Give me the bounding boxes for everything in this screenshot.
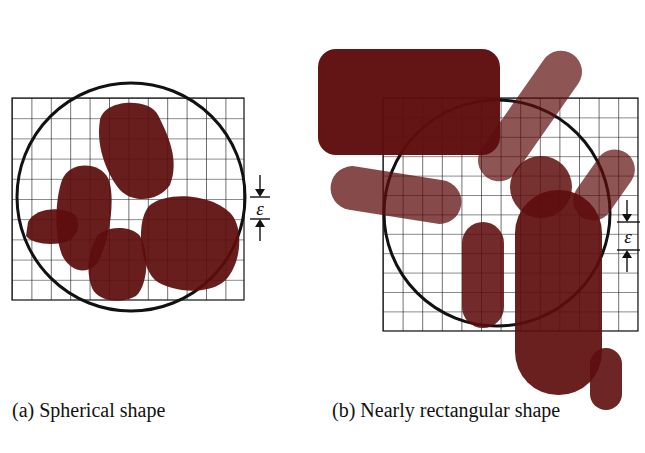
gap-dimension — [250, 175, 270, 241]
particles — [318, 43, 643, 410]
bounding-circle — [17, 83, 245, 311]
panel-caption: (a) Spherical shape — [12, 400, 165, 420]
gap-symbol: ε — [256, 199, 264, 218]
gap-dimension — [617, 200, 640, 272]
panel-caption: (b) Nearly rectangular shape — [332, 400, 560, 420]
panel-b — [318, 43, 643, 410]
particles — [26, 103, 239, 301]
panel-a — [12, 83, 270, 311]
gap-symbol: ε — [624, 227, 632, 246]
voxel-grid — [12, 98, 244, 300]
